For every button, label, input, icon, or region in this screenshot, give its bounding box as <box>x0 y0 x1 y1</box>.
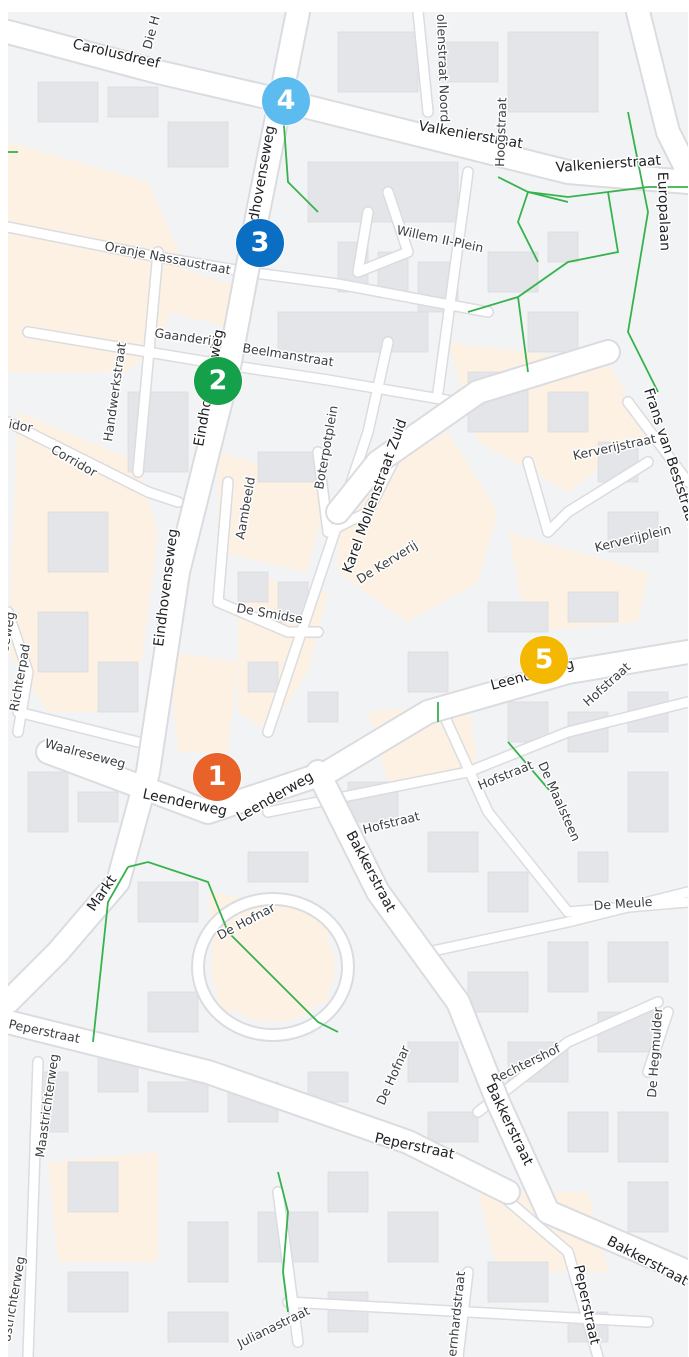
de-hofnar-ring <box>191 892 355 1042</box>
marker-number: 5 <box>534 644 554 675</box>
map-marker-3[interactable]: 3 <box>236 219 284 267</box>
map-marker-4[interactable]: 4 <box>262 77 310 125</box>
map-canvas: Carolusdreef Die H ollenstraat Noord Val… <box>8 12 688 1357</box>
marker-number: 2 <box>208 365 228 396</box>
map-marker-2[interactable]: 2 <box>194 357 242 405</box>
street-label: idor <box>8 416 35 435</box>
map-marker-1[interactable]: 1 <box>193 753 241 801</box>
main-road-layer <box>8 12 688 1283</box>
map-view[interactable]: Carolusdreef Die H ollenstraat Noord Val… <box>8 12 688 1357</box>
map-marker-5[interactable]: 5 <box>520 636 568 684</box>
footpath-layer <box>8 111 688 1313</box>
street-label: Europalaan <box>654 172 673 252</box>
street-label: De Meule <box>593 894 653 913</box>
marker-number: 3 <box>250 227 270 258</box>
street-label: Hoogstraat <box>492 97 509 167</box>
street-label: seweg <box>8 610 18 652</box>
street-label: ollenstraat Noord <box>434 14 453 123</box>
marker-number: 4 <box>276 85 296 116</box>
marker-number: 1 <box>207 761 227 792</box>
